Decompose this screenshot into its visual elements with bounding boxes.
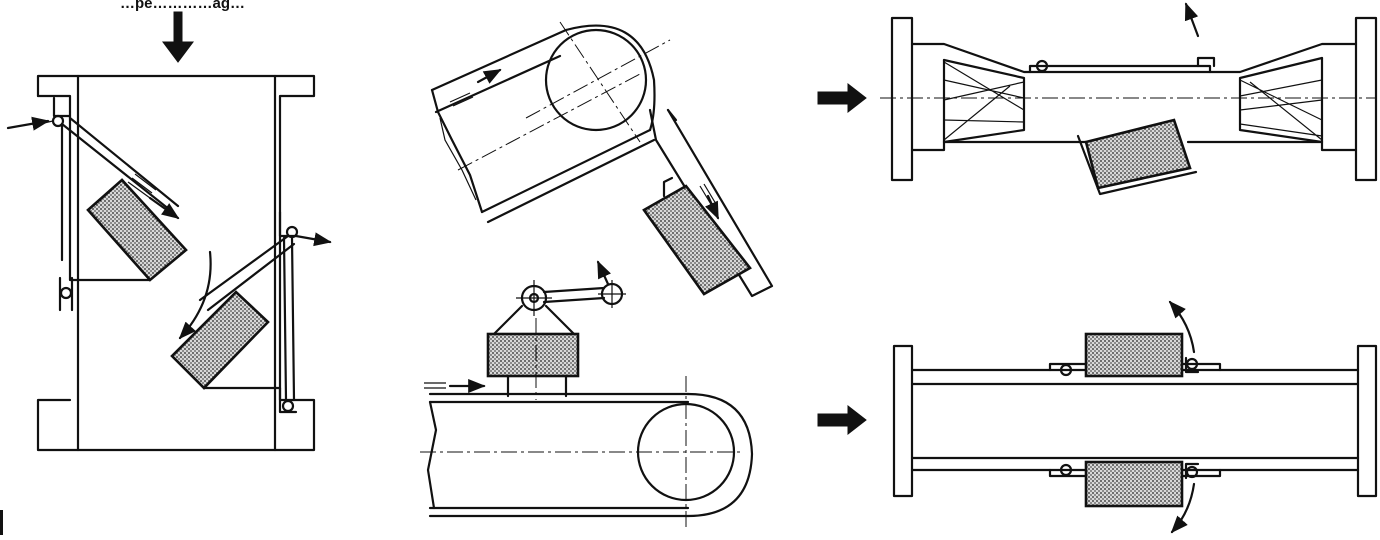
swing-arrow-right: [294, 232, 332, 247]
swing-arrow-down: [1170, 482, 1196, 534]
inlet-flow-arrow-upper: [817, 82, 867, 114]
magnet-block-twin-upper: [1084, 332, 1184, 378]
panel-pipe-twin-magnet: [817, 300, 1378, 534]
panel-chute-flap-separator: [6, 11, 332, 452]
swing-arrow-left: [6, 116, 50, 131]
magnet-block-lower: [170, 290, 270, 390]
magnet-block-twin-lower: [1084, 460, 1184, 508]
magnet-block-belt: [642, 184, 752, 296]
magnet-block-upper: [86, 178, 188, 282]
magnet-block-pipe: [1084, 118, 1192, 190]
panel-belt-head-pulley: [430, 21, 774, 298]
panel-pipe-reducer-separator: [817, 2, 1378, 196]
down-flow-arrow: [162, 11, 194, 63]
page-mark: [0, 510, 3, 535]
panel-overband-magnet: [420, 260, 754, 530]
magnet-block-overband: [486, 332, 580, 378]
inlet-flow-arrow-lower: [817, 404, 867, 436]
head-pulley: [544, 28, 648, 132]
swing-arrow-up: [1168, 300, 1196, 354]
top-caption: …pe…………ag…: [120, 0, 245, 12]
